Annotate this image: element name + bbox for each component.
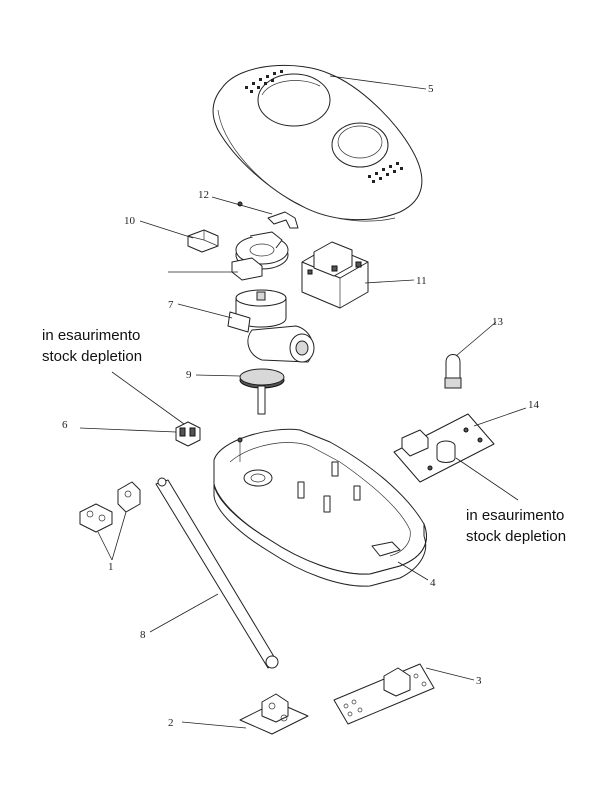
part-1-brackets [79,481,141,561]
part-number-13: 13 [492,316,504,328]
part-10-connector [139,220,219,253]
part-14-circuit-board [393,407,527,501]
part-number-5: 5 [428,83,434,95]
part-7-motor [177,289,315,363]
part-number-1: 1 [108,561,114,573]
part-number-6: 6 [62,419,68,431]
part-number-2: 2 [168,717,174,729]
part-13-bulb [444,321,497,389]
part-number-3: 3 [476,675,482,687]
part-number-14: 14 [528,399,540,411]
part-number-7: 7 [168,299,174,311]
part-8-release-arm [149,477,279,669]
part-2-lower-bracket [181,693,309,735]
part-11-transformer [301,241,415,309]
part-number-12: 12 [198,189,209,201]
part-number-11: 11 [416,275,427,287]
part-number-9: 9 [186,369,192,381]
part-4-base-housing [213,428,429,587]
part-number-8: 8 [140,629,146,641]
part-9-gear [195,368,285,415]
note-left-line1: in esaurimento [42,327,140,344]
note-right-line2: stock depletion [466,528,566,545]
note-left-line2: stock depletion [42,348,142,365]
part-6-switch [79,371,201,447]
part-number-10: 10 [124,215,136,227]
part-sensor-assembly [168,231,289,281]
part-5-top-cover [212,64,427,222]
part-number-4: 4 [430,577,436,589]
note-right-line1: in esaurimento [466,507,564,524]
part-3-mounting-plate [333,663,475,725]
part-12-cable-clip [211,196,299,229]
